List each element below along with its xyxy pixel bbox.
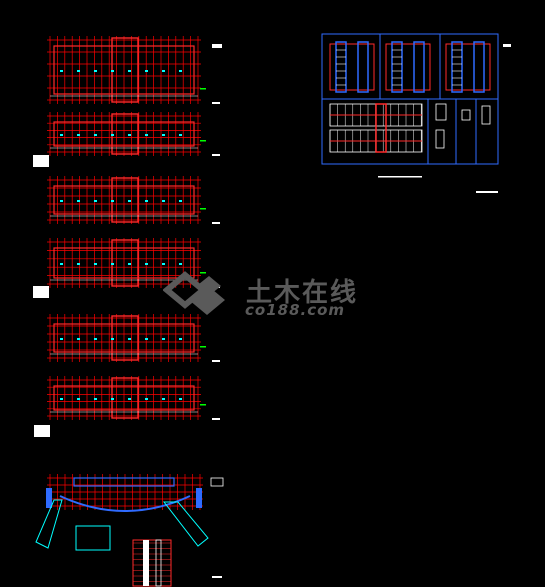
floor-plan-3 — [47, 176, 220, 224]
wing-title-block — [210, 477, 224, 487]
floor-plan-2 — [47, 112, 220, 156]
floor-plan-1 — [47, 36, 220, 104]
plan-label-box-3 — [34, 425, 50, 437]
detail-sheet-panel — [321, 33, 511, 193]
wing-arm-2 — [75, 525, 111, 551]
stair-section-detail — [132, 539, 222, 587]
floor-plan-4 — [47, 238, 220, 288]
panel-note — [476, 191, 498, 193]
detail-node-3 — [461, 109, 471, 121]
stair-detail-2 — [385, 41, 431, 93]
wing-plan — [35, 474, 224, 551]
stair-elevation — [329, 103, 423, 153]
watermark-title: 土木在线 — [246, 278, 359, 308]
watermark-logo-icon — [163, 271, 225, 315]
floor-plan-5 — [47, 314, 220, 362]
wing-arm-1 — [35, 499, 63, 549]
plan-label-box-2 — [33, 286, 49, 298]
section-tag — [212, 576, 222, 578]
stair-detail-1 — [329, 41, 375, 93]
wing-right-cap — [196, 488, 202, 508]
panel-title-line — [378, 176, 422, 178]
panel-tag — [503, 44, 511, 47]
detail-node-1 — [435, 103, 447, 121]
plan-label-box-1 — [33, 155, 49, 167]
stair-detail-3 — [445, 41, 491, 93]
detail-node-2 — [435, 129, 445, 149]
wing-left-cap — [46, 488, 52, 508]
floor-plans-column — [33, 36, 222, 437]
watermark-subtitle: co188.com — [245, 301, 346, 319]
floor-plan-6 — [47, 376, 220, 420]
title-block — [212, 44, 222, 48]
detail-node-4 — [481, 105, 491, 125]
wing-arm-3 — [162, 501, 209, 547]
